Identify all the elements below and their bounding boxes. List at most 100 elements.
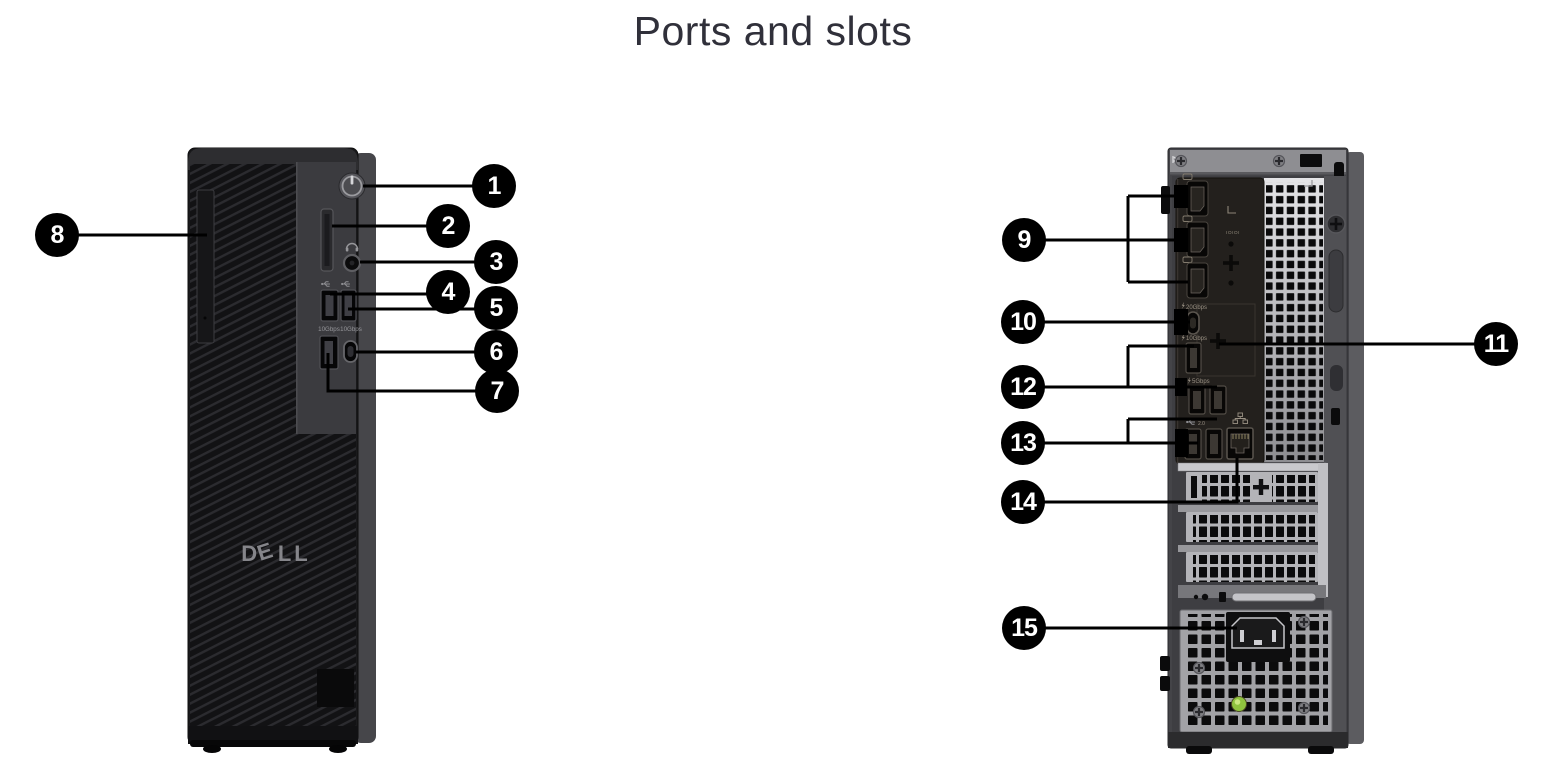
callout-12: 12: [1001, 365, 1045, 409]
front-usb-a-speed-label: 10Gbps: [318, 326, 340, 333]
callout-8-number: 8: [50, 220, 65, 249]
panel-handle-lower: [1330, 365, 1343, 391]
serial-port-marking: IOIOI: [1226, 230, 1240, 236]
power-connector: [1226, 612, 1290, 662]
front-panel-seam: [296, 162, 298, 434]
speed-flash-icon: [1187, 377, 1191, 385]
speed-flash-icon: [1181, 302, 1185, 310]
displayport-port: [1182, 173, 1209, 217]
leader-line-13: [1044, 417, 1217, 445]
callout-5: 5: [474, 286, 518, 330]
status-led-icon: [1231, 696, 1247, 712]
callout-4-number: 4: [441, 277, 456, 306]
page-title: Ports and slots: [633, 8, 913, 54]
usb-c-20gbps-port: [1186, 311, 1200, 335]
displayport-ports: [1182, 173, 1209, 299]
usb2-label: 2.0: [1198, 421, 1205, 427]
front-base-band: [188, 726, 358, 744]
expansion-slot-cover-3: [1186, 552, 1318, 582]
callout-9: 9: [1002, 218, 1046, 262]
callout-15: 15: [1002, 606, 1046, 650]
screw-icon: [1297, 615, 1311, 629]
option-corner-mark: [1227, 206, 1236, 214]
front-side-panel: [354, 153, 376, 743]
callout-10-number: 10: [1010, 307, 1037, 336]
front-base-edge: [190, 740, 356, 747]
expansion-rail: [1178, 505, 1326, 512]
callout-6: 6: [474, 330, 518, 374]
callout-5-number: 5: [489, 293, 504, 322]
callout-13: 13: [1001, 421, 1045, 465]
front-foot: [203, 745, 221, 753]
callout-11: 11: [1474, 322, 1518, 366]
front-usb-c-speed-label: 10Gbps: [340, 326, 362, 333]
cable-hook: [1160, 676, 1170, 691]
power-inlet-icon: [1231, 617, 1285, 649]
leader-line-7: [326, 353, 479, 393]
power-button: [338, 172, 366, 200]
displayport-port: [1182, 215, 1209, 258]
callout-3-number: 3: [489, 247, 504, 276]
power-supply-unit: [1179, 609, 1333, 733]
back-tower-figure: IOIOI 20Gbps 10Gbps 5Gbps: [1160, 147, 1364, 754]
callout-1-number: 1: [487, 171, 502, 200]
callout-13-number: 13: [1010, 428, 1037, 457]
displayport-icon: [1182, 173, 1193, 180]
usb-a-port-left: [320, 289, 339, 322]
callout-11-number: 11: [1483, 329, 1509, 358]
speed-flash-icon: [1181, 334, 1185, 342]
optical-drive-bay: [196, 189, 215, 344]
callout-2-number: 2: [441, 211, 456, 240]
callout-8: 8: [35, 213, 79, 257]
back-usb-a-pair-speed-label: 5Gbps: [1192, 379, 1210, 385]
back-vent-holes: [1266, 182, 1323, 460]
back-usb-a-single-speed-label: 10Gbps: [1186, 336, 1207, 342]
option-cross-mark: [1223, 255, 1239, 271]
panel-corner-mark: [1304, 180, 1313, 187]
callout-3: 3: [474, 240, 518, 284]
leader-lines: [76, 184, 1478, 630]
network-icon: [1232, 412, 1248, 424]
headset-icon: [345, 242, 359, 252]
psu-groove: [1231, 592, 1317, 602]
callout-10: 10: [1001, 300, 1045, 344]
screw-hole: [1193, 594, 1199, 600]
usb-a-ports: [1188, 385, 1227, 415]
expansion-rail: [1178, 545, 1326, 552]
thumbscrew: [1326, 214, 1346, 234]
usb-c-port: [343, 340, 358, 363]
callout-2: 2: [426, 204, 470, 248]
callout-6-number: 6: [489, 337, 504, 366]
panel-handle-recess: [1328, 249, 1344, 313]
psu-slot: [1219, 592, 1226, 602]
callout-14: 14: [1001, 480, 1045, 524]
usb-2-port: [1205, 428, 1223, 460]
callout-15-number: 15: [1011, 613, 1038, 642]
back-side-panel-edge: [1346, 152, 1364, 744]
callout-9-number: 9: [1017, 225, 1032, 254]
service-tag-label: [317, 669, 354, 707]
sd-card-slot: [320, 208, 334, 272]
screw-hole: [1228, 241, 1234, 247]
callout-1: 1: [472, 164, 516, 208]
optional-port-cross-mark: [1210, 333, 1226, 349]
callout-7: 7: [475, 369, 519, 413]
edge-nub: [1161, 186, 1170, 214]
leader-line-12: [1044, 344, 1217, 389]
back-usb-c-speed-label: 20Gbps: [1186, 305, 1207, 311]
expansion-slot-cover-2: [1186, 512, 1318, 542]
usb-a-5gbps-port: [1209, 385, 1227, 415]
usb-a-10gbps-port-back: [1185, 342, 1202, 374]
optional-port-slot: [1196, 303, 1256, 377]
headset-jack: [342, 253, 362, 273]
screw-hole: [1201, 593, 1209, 601]
screw-hole: [1228, 280, 1234, 286]
displayport-icon: [1182, 215, 1193, 222]
expansion-rail: [1177, 462, 1327, 472]
callout-12-number: 12: [1010, 372, 1037, 401]
leader-line-14: [1044, 458, 1239, 504]
screw-icon: [1272, 154, 1286, 168]
screw-icon: [1297, 701, 1311, 715]
ethernet-port: [1226, 427, 1254, 460]
